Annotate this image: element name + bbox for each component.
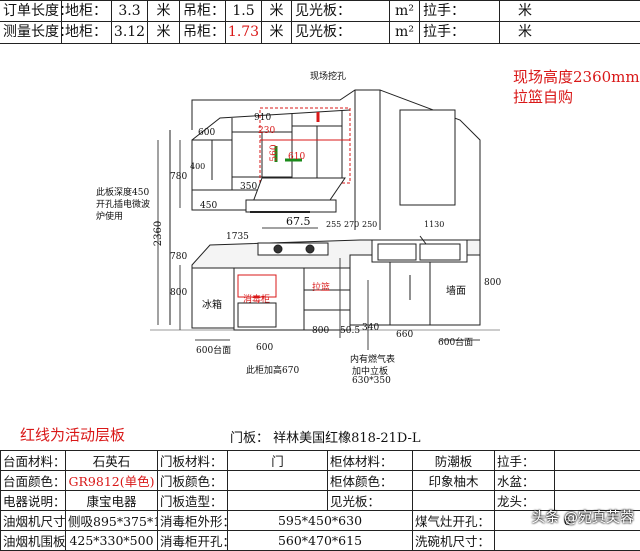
dim-50-5: 50.5	[340, 326, 360, 336]
handle-spec-label: 拉手：	[495, 451, 555, 471]
dim-250: 250	[362, 220, 377, 229]
floor-cabinet-label: 地柜：	[62, 1, 112, 22]
side-panel-spec-value	[413, 491, 495, 511]
dim-780-top: 780	[170, 172, 187, 182]
sterilizer-label: 消毒柜	[243, 292, 270, 305]
floor-cabinet-unit: 米	[148, 22, 180, 43]
side-panel-unit: m²	[390, 22, 420, 43]
appliance-label: 电器说明：	[1, 491, 66, 511]
carcass-color-label: 柜体颜色：	[328, 471, 413, 491]
dim-400: 400	[190, 162, 205, 171]
onsite-hole-label: 现场挖孔	[310, 69, 346, 82]
countertop-material-value: 石英石	[66, 451, 158, 471]
shelf-note-3: 炉使用	[96, 209, 123, 222]
measured-length-row: 测量长度： 地柜： 3.12 米 吊柜： 1.73 米 见光板： m² 拉手： …	[0, 22, 640, 44]
sterilizer-size-label: 消毒柜外形：	[158, 511, 228, 531]
dim-780-mid: 780	[170, 252, 187, 262]
counter-600-right: 600台面	[438, 335, 473, 348]
wall-cabinet-value: 1.73	[226, 22, 262, 43]
gas-hole-label: 煤气灶开孔：	[413, 511, 495, 531]
floor-cabinet-value: 3.3	[112, 1, 148, 22]
floor-cabinet-unit: 米	[148, 1, 180, 22]
watermark: 头条 @宛真芙蓉	[532, 507, 634, 527]
dim-800-right: 800	[484, 278, 501, 288]
dim-1735: 1735	[226, 232, 249, 242]
dim-67-5: 67.5	[286, 215, 311, 228]
dim-1130: 1130	[424, 220, 444, 229]
spec-table: 台面材料： 石英石 门板材料： 门 柜体材料： 防潮板 拉手： 台面颜色： GR…	[0, 450, 640, 551]
gas-meter-note-3: 630*350	[352, 376, 391, 386]
side-panel-spec-label: 见光板：	[328, 491, 413, 511]
red-line-note: 红线为活动层板	[20, 424, 125, 445]
door-material-label: 门板材料：	[158, 451, 228, 471]
side-panel-unit: m²	[390, 1, 420, 22]
basket-label: 拉篮	[312, 280, 330, 293]
dim-600-bottom: 600	[256, 343, 273, 353]
wall-cabinet-label: 吊柜：	[180, 1, 226, 22]
dim-610: 610	[288, 152, 305, 162]
dim-560: 560	[270, 144, 280, 161]
wall-label: 墙面	[446, 282, 466, 297]
door-style-label: 门板造型：	[158, 491, 228, 511]
handle-unit: 米	[505, 1, 545, 22]
dim-450: 450	[200, 201, 217, 211]
dim-910: 910	[254, 113, 271, 123]
dim-800-bottom: 800	[312, 326, 329, 336]
dim-340: 340	[362, 323, 379, 333]
wall-cabinet-label: 吊柜：	[180, 22, 226, 43]
raise-note: 此柜加高670	[246, 363, 299, 376]
sink-label: 水盆：	[495, 471, 555, 491]
fridge-label: 冰箱	[202, 296, 222, 311]
order-length-row: 订单长度： 地柜： 3.3 米 吊柜： 1.5 米 见光板： m² 拉手： 米	[0, 0, 640, 22]
wall-cabinet-unit: 米	[262, 22, 292, 43]
table-row: 台面材料： 石英石 门板材料： 门 柜体材料： 防潮板 拉手：	[1, 451, 640, 471]
carcass-material-value: 防潮板	[413, 451, 495, 471]
countertop-color-label: 台面颜色：	[1, 471, 66, 491]
table-row: 台面颜色： GR9812(单色) 门板颜色： 柜体颜色： 印象柚木 水盆：	[1, 471, 640, 491]
dim-255: 255	[326, 220, 341, 229]
side-panel-label: 见光板：	[292, 22, 390, 43]
door-style-value	[228, 491, 328, 511]
hood-size-value: 侧吸895*375*1030	[66, 511, 158, 531]
measured-length-label: 测量长度：	[0, 22, 62, 43]
dim-800-left: 800	[170, 288, 187, 298]
dim-600-top: 600	[198, 128, 215, 138]
handle-unit: 米	[505, 22, 545, 43]
sink-value	[555, 471, 640, 491]
dim-2360: 2360	[153, 221, 164, 246]
handle-label: 拉手：	[420, 1, 500, 22]
floor-cabinet-label: 地柜：	[62, 22, 112, 43]
carcass-material-label: 柜体材料：	[328, 451, 413, 471]
carcass-color-value: 印象柚木	[413, 471, 495, 491]
basket-note: 拉篮自购	[513, 86, 573, 107]
countertop-color-value: GR9812(单色)	[66, 471, 158, 491]
floor-cabinet-value: 3.12	[112, 22, 148, 43]
appliance-value: 康宝电器	[66, 491, 158, 511]
handle-label: 拉手：	[420, 22, 500, 43]
door-material-value: 门	[228, 451, 328, 471]
countertop-material-label: 台面材料：	[1, 451, 66, 471]
hood-size-label: 油烟机尺寸：	[1, 511, 66, 531]
handle-spec-value	[555, 451, 640, 471]
wall-cabinet-value: 1.5	[226, 1, 262, 22]
wall-cabinet-unit: 米	[262, 1, 292, 22]
door-panel-note: 门板： 祥林美国红橡818-21D-L	[230, 427, 421, 446]
dim-350: 350	[240, 182, 257, 192]
site-height-note: 现场高度2360mm	[513, 66, 640, 87]
sterilizer-size-value: 595*450*630	[228, 511, 413, 531]
dim-660: 660	[396, 330, 413, 340]
order-length-label: 订单长度：	[0, 1, 62, 22]
counter-600-left: 600台面	[196, 343, 231, 356]
door-color-value	[228, 471, 328, 491]
dim-230: 230	[258, 126, 275, 136]
door-color-label: 门板颜色：	[158, 471, 228, 491]
dim-270: 270	[344, 220, 359, 229]
side-panel-label: 见光板：	[292, 1, 390, 22]
